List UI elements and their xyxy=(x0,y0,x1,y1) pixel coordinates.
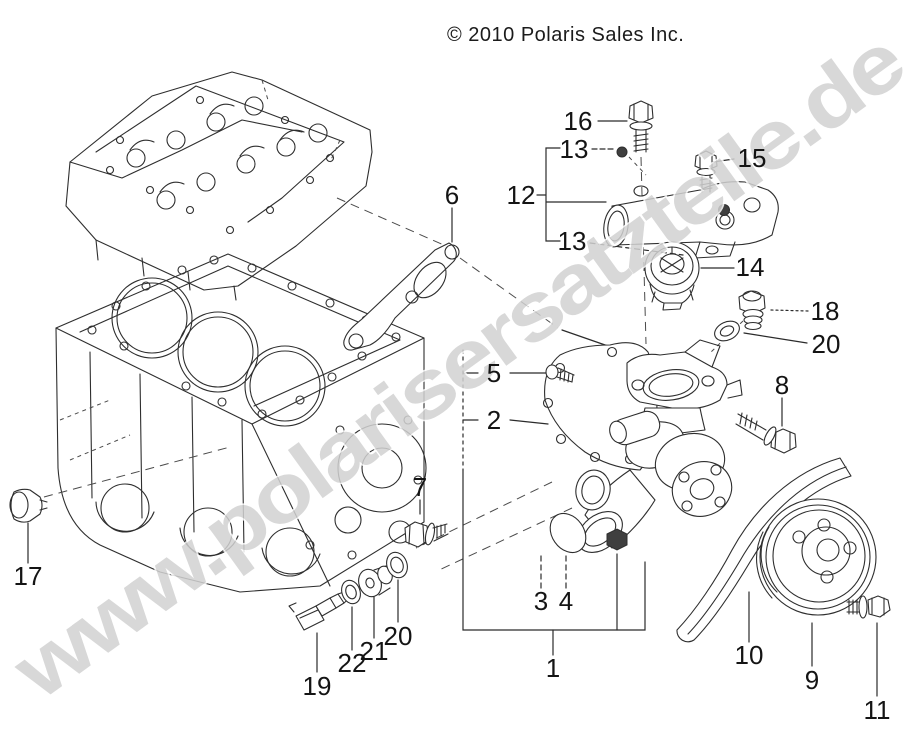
callout-4: 4 xyxy=(559,586,573,616)
leader-lines xyxy=(27,120,878,697)
callout-7: 7 xyxy=(413,472,427,502)
callout-8: 8 xyxy=(775,370,789,400)
callout-14: 14 xyxy=(736,252,765,282)
plug-part13-top xyxy=(616,146,628,158)
plug-part4 xyxy=(606,528,628,551)
copyright-text: © 2010 Polaris Sales Inc. xyxy=(447,24,684,46)
callout-5: 5 xyxy=(487,358,501,388)
callout-1: 1 xyxy=(546,653,560,683)
callout-15: 15 xyxy=(738,143,767,173)
callout-3: 3 xyxy=(534,586,548,616)
callout-9: 9 xyxy=(805,665,819,695)
callout-13: 13 xyxy=(560,134,589,164)
bolt-8-drawing xyxy=(735,412,797,454)
callout-22: 22 xyxy=(338,648,367,678)
callout-17: 17 xyxy=(14,561,43,591)
callout-16: 16 xyxy=(564,106,593,136)
bolt-11-drawing xyxy=(846,595,891,619)
washer-22-drawing xyxy=(341,579,361,605)
plug-part13-bottom xyxy=(718,204,730,216)
callout-13: 13 xyxy=(558,226,587,256)
water-pump-body-drawing xyxy=(549,339,743,554)
watermark-text: www.polarisersatzteile.de xyxy=(0,16,911,717)
callout-11: 11 xyxy=(864,695,891,725)
callout-20: 20 xyxy=(812,329,841,359)
engine-block-drawing xyxy=(55,253,427,593)
callout-6: 6 xyxy=(445,180,459,210)
pulley-drawing xyxy=(756,498,877,616)
cylinder-head-drawing xyxy=(65,71,373,301)
thermostat-housing-drawing xyxy=(603,146,779,259)
callout-2: 2 xyxy=(487,405,501,435)
callout-21: 21 xyxy=(360,636,389,666)
bolt-7-drawing xyxy=(404,521,449,548)
callout-19: 19 xyxy=(303,671,332,701)
washer-20-bottom-drawing xyxy=(386,551,408,579)
bolt-16-drawing xyxy=(628,100,654,153)
oring-part3 xyxy=(549,512,587,554)
fitting-21-drawing xyxy=(358,565,393,598)
gasket-drawing xyxy=(343,242,460,351)
plug-18-washer-20-drawing xyxy=(714,290,766,342)
callout-20: 20 xyxy=(384,621,413,651)
callout-18: 18 xyxy=(811,296,840,326)
callout-10: 10 xyxy=(735,640,764,670)
plug-17-drawing xyxy=(9,488,48,523)
thermostat-drawing xyxy=(644,241,700,311)
screw-5-drawing xyxy=(545,364,575,383)
bolt-15-drawing xyxy=(694,150,718,193)
callout-12: 12 xyxy=(507,180,536,210)
